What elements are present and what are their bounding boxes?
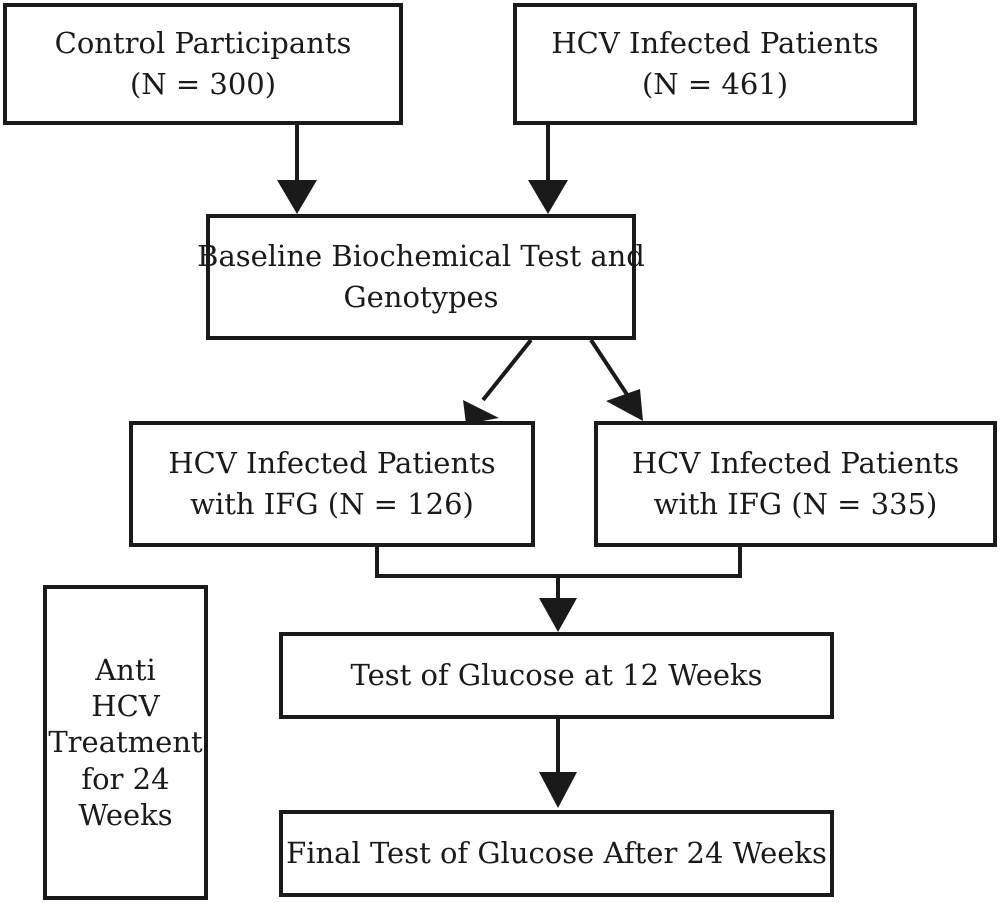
arrowhead-ifg-335 [606, 389, 643, 421]
glucose-24-weeks-box: Final Test of Glucose After 24 Weeks [279, 810, 834, 897]
ifg-group-335-label: HCV Infected Patients [631, 445, 960, 480]
arrowhead-glucose-12 [539, 598, 577, 632]
treatment-line-4: for 24 [81, 761, 170, 796]
arrow-baseline-to-ifg-335 [589, 338, 630, 398]
baseline-test-box: Baseline Biochemical Test and Genotypes [197, 214, 645, 340]
baseline-test-label-line2: Genotypes [343, 280, 499, 314]
arrow-baseline-to-ifg-126 [481, 338, 533, 402]
anti-hcv-treatment-box: Anti HCV Treatment for 24 Weeks [43, 585, 208, 900]
ifg-group-126-count: with IFG (N = 126) [190, 487, 474, 521]
glucose-24-weeks-label: Final Test of Glucose After 24 Weeks [286, 835, 827, 870]
treatment-line-1: Anti [95, 652, 156, 687]
ifg-group-126-label: HCV Infected Patients [168, 445, 496, 480]
arrowhead-hcv [528, 180, 568, 214]
control-participants-label: Control Participants [54, 25, 352, 60]
glucose-12-weeks-label: Test of Glucose at 12 Weeks [350, 657, 763, 692]
ifg-group-335-count: with IFG (N = 335) [653, 487, 938, 521]
control-participants-box: Control Participants (N = 300) [3, 3, 403, 125]
ifg-group-335-box: HCV Infected Patients with IFG (N = 335) [594, 421, 997, 547]
hcv-infected-patients-box: HCV Infected Patients (N = 461) [513, 3, 917, 125]
hcv-infected-patients-count: (N = 461) [641, 67, 789, 101]
arrowhead-control [277, 180, 317, 214]
baseline-test-label: Baseline Biochemical Test and [197, 238, 645, 273]
control-participants-count: (N = 300) [129, 67, 277, 101]
arrowhead-ifg-126 [463, 400, 499, 424]
merge-bracket [375, 547, 742, 578]
ifg-group-126-box: HCV Infected Patients with IFG (N = 126) [129, 421, 535, 547]
treatment-line-2: HCV [91, 689, 160, 724]
hcv-infected-patients-label: HCV Infected Patients [551, 25, 879, 60]
treatment-line-3: Treatment [48, 725, 203, 760]
treatment-line-5: Weeks [78, 797, 173, 832]
arrowhead-glucose-24 [539, 772, 577, 808]
glucose-12-weeks-box: Test of Glucose at 12 Weeks [279, 632, 834, 719]
